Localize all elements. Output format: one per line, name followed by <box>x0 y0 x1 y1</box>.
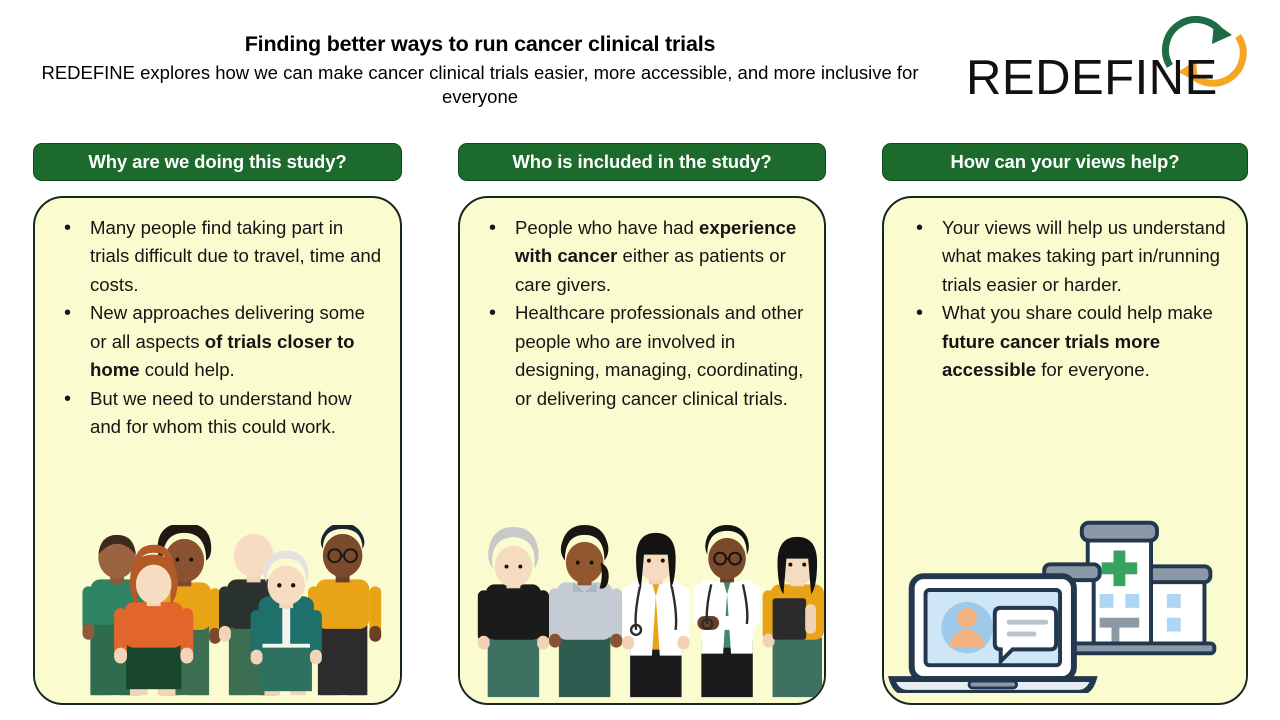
bullet-list: Your views will help us understand what … <box>884 198 1246 385</box>
bullet-text: People who have had experience with canc… <box>515 217 797 295</box>
group-of-six-people-illustration <box>35 525 400 703</box>
column-who-included: Who is included in the study? People who… <box>458 143 826 705</box>
bullet-list: Many people find taking part in trials d… <box>35 198 400 442</box>
list-item: People who have had experience with canc… <box>484 213 810 299</box>
bullet-text: But we need to understand how and for wh… <box>90 387 352 438</box>
list-item: What you share could help make future ca… <box>911 298 1232 384</box>
column-heading-pill: Who is included in the study? <box>458 143 826 181</box>
healthcare-professionals-illustration <box>460 525 824 703</box>
column-how-views-help: How can your views help? Your views will… <box>882 143 1248 705</box>
header-block: Finding better ways to run cancer clinic… <box>0 32 960 109</box>
list-item: Many people find taking part in trials d… <box>59 213 386 299</box>
bullet-text: Your views will help us understand what … <box>942 217 1226 295</box>
column-card: Your views will help us understand what … <box>882 196 1248 705</box>
logo-wordmark: REDEFINE <box>966 51 1218 105</box>
bullet-text: Many people find taking part in trials d… <box>90 217 382 295</box>
list-item: But we need to understand how and for wh… <box>59 384 386 442</box>
column-card: Many people find taking part in trials d… <box>33 196 402 705</box>
telehealth-laptop-hospital-illustration <box>884 503 1246 695</box>
column-card: People who have had experience with canc… <box>458 196 826 705</box>
page-title: Finding better ways to run cancer clinic… <box>244 32 716 56</box>
bullet-text: What you share could help make future ca… <box>942 302 1213 381</box>
circular-refresh-arrows-icon <box>1154 8 1250 92</box>
bullet-text: New approaches delivering some or all as… <box>90 302 365 381</box>
laptop-video-call-icon <box>887 573 1098 693</box>
list-item: Healthcare professionals and other peopl… <box>484 298 810 413</box>
page-subtitle: REDEFINE explores how we can make cancer… <box>41 62 919 108</box>
list-item: New approaches delivering some or all as… <box>59 298 386 384</box>
bullet-list: People who have had experience with canc… <box>460 198 824 413</box>
column-heading-pill: Why are we doing this study? <box>33 143 402 181</box>
column-heading-pill: How can your views help? <box>882 143 1248 181</box>
column-why-study: Why are we doing this study? Many people… <box>33 143 402 705</box>
list-item: Your views will help us understand what … <box>911 213 1232 299</box>
redefine-logo: REDEFINE <box>958 8 1258 112</box>
bullet-text: Healthcare professionals and other peopl… <box>515 302 804 409</box>
